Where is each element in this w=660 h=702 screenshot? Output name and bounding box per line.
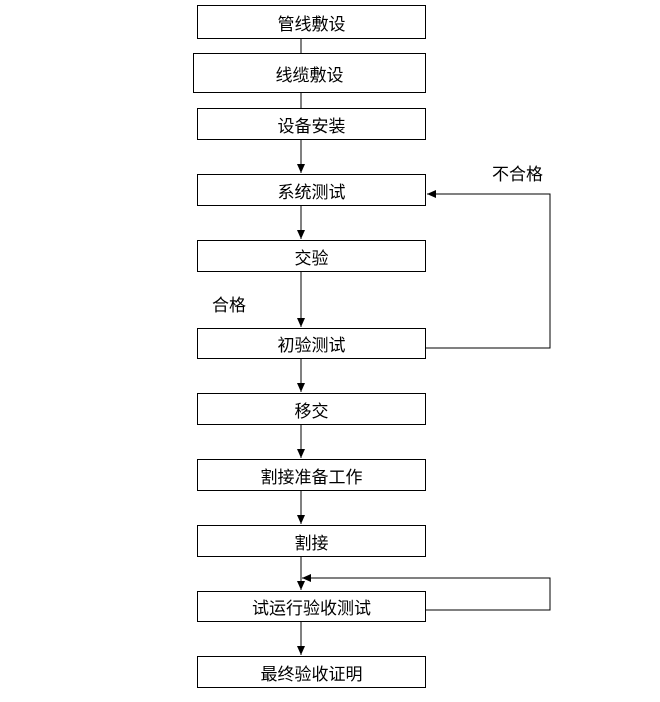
step-trial-run-acceptance-test: 试运行验收测试: [197, 591, 426, 622]
step-pipeline-laying: 管线敷设: [197, 5, 426, 39]
fail-label: 不合格: [492, 165, 543, 185]
retest-loop-arrow: [302, 574, 551, 611]
step-handover-inspection: 交验: [197, 240, 426, 272]
step-final-acceptance-certificate: 最终验收证明: [197, 656, 426, 688]
step-cutover-preparation: 割接准备工作: [197, 459, 426, 491]
step-cutover: 割接: [197, 525, 426, 557]
step-equipment-installation: 设备安装: [197, 108, 426, 140]
fail-loop-arrow: [426, 190, 551, 349]
step-system-test: 系统测试: [197, 174, 426, 206]
step-transfer: 移交: [197, 393, 426, 425]
step-preliminary-acceptance-test: 初验测试: [197, 328, 426, 359]
pass-label: 合格: [212, 296, 246, 316]
step-cable-laying: 线缆敷设: [193, 53, 426, 93]
